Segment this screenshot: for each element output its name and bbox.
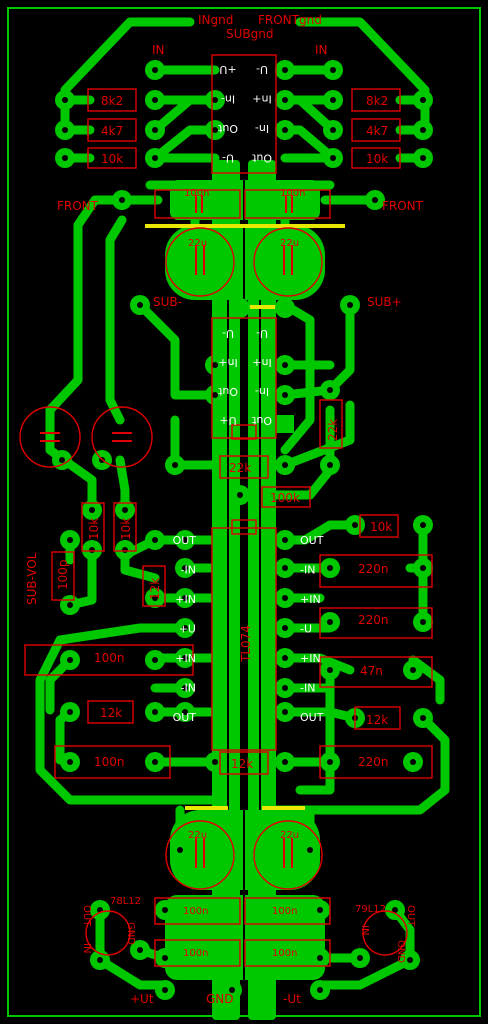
r-22k-vert: 22k (326, 419, 340, 441)
ic2_pins_left-pin-3: U+ (219, 414, 236, 427)
pad-holes (59, 67, 426, 993)
board-outline (7, 7, 481, 1017)
r-10k-left: 10k (101, 152, 123, 166)
ic1_pins_right-pin-0: U- (256, 63, 268, 76)
ic1_pins_left-pin-2: Out (217, 122, 238, 135)
tl074_right-pin-5: -IN (300, 682, 315, 695)
ic1_pins_left-pin-1: In- (221, 93, 235, 106)
label-sub-gnd: SUBgnd (226, 27, 273, 41)
c-100n-left-a: 100n (94, 651, 125, 665)
reg-pos-in: IN (81, 943, 92, 953)
tl074_right-pin-2: +IN (300, 593, 321, 606)
label-minus-ut: -Ut (283, 992, 301, 1006)
cap-symbols (40, 195, 293, 868)
c-100n-b1: 100n (183, 906, 208, 917)
label-sub-plus: SUB+ (367, 295, 402, 309)
reg-neg-label: 79L12 (355, 904, 386, 915)
reg-neg-out: OUT (405, 905, 416, 927)
ic1_pins_right-pin-3: Out (251, 152, 272, 165)
tl074_right-pin-4: +IN (300, 652, 321, 665)
ic2_pins_right-pin-2: In- (255, 385, 269, 398)
r-22k-mid: 22k (229, 461, 251, 475)
r-10k-right: 10k (366, 152, 388, 166)
tl074_right-pin-1: -IN (300, 564, 315, 577)
r-4k7-left: 4k7 (101, 124, 123, 138)
reg-neg-gnd: GND (395, 940, 406, 963)
c-100n-b3: 100n (183, 948, 208, 959)
label-plus-ut: +Ut (130, 992, 154, 1006)
silkscreen-outlines (19, 54, 433, 967)
r-10k-vert-b: 10k (119, 518, 133, 540)
label-in-gnd: INgnd (198, 13, 233, 27)
label-front-gnd: FRONTgnd (258, 13, 322, 27)
ic2_pins_right-pin-3: Out (251, 414, 272, 427)
ic1_pins_right-pin-1: In+ (252, 93, 271, 106)
ic2_pins_right-pin-1: In+ (252, 356, 271, 369)
r-100k: 100k (270, 491, 300, 505)
c-22u-bottom-left: 22u (188, 830, 207, 841)
ic1_pins_right-pin-2: In- (255, 122, 269, 135)
r-12k-left: 12k (100, 706, 122, 720)
r-8k2-right: 8k2 (366, 94, 388, 108)
tl074_right-pin-6: OUT (300, 711, 324, 724)
ic2_pins_left-pin-1: In+ (218, 356, 237, 369)
label-in-right: IN (315, 43, 328, 57)
c-100n-top-left: 100n (184, 188, 209, 199)
reg-pos-label: 78L12 (110, 896, 141, 907)
r-12k-vert: 12k (148, 578, 162, 600)
ic2_pins_left-pin-0: U- (222, 327, 234, 340)
c-220n-b: 220n (358, 613, 389, 627)
label-sub-vol: SUB-VOL (25, 552, 39, 605)
silkscreen-text: INgnd FRONTgnd SUBgnd IN IN FRONT FRONT … (25, 13, 424, 1006)
ic-pin-labels: +UIn-OutU-U-In+In-OutU-In+OutU+U-In+In-O… (173, 63, 324, 724)
r-10k-mid-right: 10k (370, 520, 392, 534)
c-100p: 100p (56, 559, 70, 590)
tl074_left-pin-3: +U (179, 623, 196, 636)
r-8k2-left: 8k2 (101, 94, 123, 108)
r-4k7-right: 4k7 (366, 124, 388, 138)
label-sub-minus: SUB- (153, 295, 182, 309)
tl074_left-pin-1: -IN (181, 564, 196, 577)
tl074_right-pin-0: OUT (300, 534, 324, 547)
ic2_pins_left-pin-2: Out (217, 385, 238, 398)
reg-neg-in: IN (359, 925, 370, 935)
c-100n-b2: 100n (272, 906, 297, 917)
tl074_left-pin-6: OUT (173, 711, 197, 724)
c-22u-top-left: 22u (188, 238, 207, 249)
tl074_left-pin-4: +IN (175, 652, 196, 665)
label-gnd: GND (206, 992, 234, 1006)
c-100n-top-right: 100n (280, 188, 305, 199)
ic1_pins_left-pin-3: U- (222, 152, 234, 165)
reg-pos-gnd: GND (125, 922, 136, 945)
ic1_pins_left-pin-0: +U (219, 63, 236, 76)
tl074_left-pin-5: -IN (181, 682, 196, 695)
r-10k-vert-a: 10k (87, 518, 101, 540)
label-in-left: IN (152, 43, 165, 57)
tl074_right-pin-3: -U (300, 623, 312, 636)
c-220n-a: 220n (358, 562, 389, 576)
c-22u-top-right: 22u (280, 238, 299, 249)
reg-pos-out: OUT (81, 905, 92, 927)
ic2_pins_right-pin-0: U- (256, 327, 268, 340)
c-100n-left-b: 100n (94, 755, 125, 769)
c-100n-b4: 100n (272, 948, 297, 959)
tl074-label: TL074 (239, 625, 253, 663)
tl074_left-pin-2: +IN (175, 593, 196, 606)
c-47n: 47n (360, 664, 383, 678)
label-front-right: FRONT (382, 199, 424, 213)
c-220n-c: 220n (358, 755, 389, 769)
c-22u-bottom-right: 22u (280, 830, 299, 841)
tl074_left-pin-0: OUT (173, 534, 197, 547)
r-12k-bottom: 12k (231, 757, 253, 771)
r-12k-right: 12k (366, 713, 388, 727)
label-front-left: FRONT (57, 199, 99, 213)
